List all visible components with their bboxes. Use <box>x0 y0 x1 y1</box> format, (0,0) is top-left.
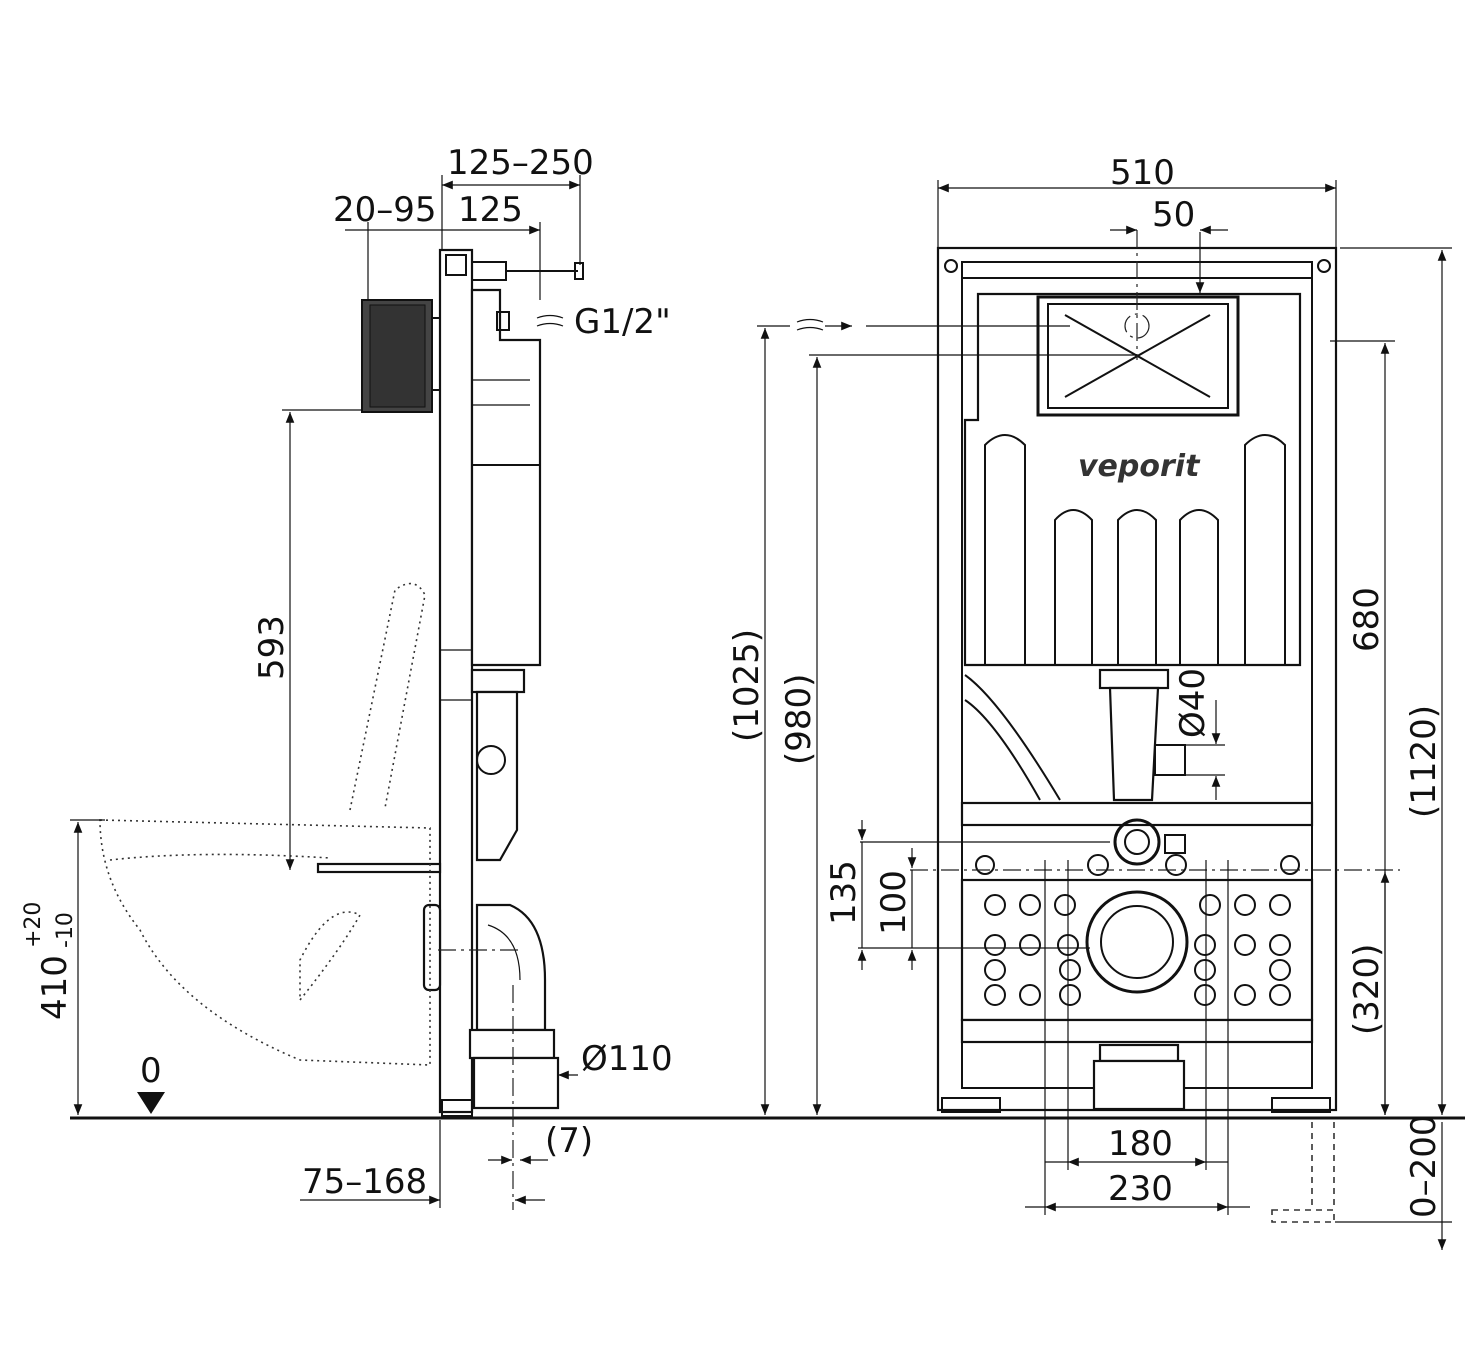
dim-seat-tol-minus: -10 <box>53 912 78 948</box>
dim-plate-offset: 20–95 <box>333 190 437 230</box>
dim-height-980: (980) <box>779 674 819 765</box>
dim-top-depth: 125–250 <box>447 143 594 183</box>
floor-zero-label: 0 <box>140 1051 162 1091</box>
dim-drain-dia: Ø40 <box>1173 668 1213 738</box>
dim-outlet-offset: (7) <box>545 1121 593 1161</box>
dim-height-135: 135 <box>824 860 864 925</box>
dim-frame-depth: 125 <box>458 190 523 230</box>
dim-height-320: (320) <box>1347 944 1387 1035</box>
dim-bolt-180: 180 <box>1108 1124 1173 1164</box>
dim-inlet: G1/2" <box>574 302 671 342</box>
dim-wall-distance: 75–168 <box>302 1162 427 1202</box>
front-view: veporit <box>727 153 1452 1250</box>
dim-flush-height: 593 <box>252 615 292 680</box>
dim-height-1025: (1025) <box>727 629 767 742</box>
dim-outlet-dia: Ø110 <box>581 1039 673 1079</box>
dim-height-100: 100 <box>874 870 914 935</box>
dim-bolt-230: 230 <box>1108 1169 1173 1209</box>
floor-zero-arrow <box>137 1092 165 1114</box>
dim-height-1120: (1120) <box>1404 705 1444 818</box>
dim-inlet-offset: 50 <box>1152 195 1195 235</box>
dim-height-680: 680 <box>1347 587 1387 652</box>
dim-width: 510 <box>1110 153 1175 193</box>
side-view: 125–250 20–95 125 G1/2" 593 410 +20 -10 … <box>21 143 673 1210</box>
dim-foot-adjust: 0–200 <box>1404 1114 1444 1218</box>
brand-logo: veporit <box>1078 449 1201 484</box>
dim-seat-tol-plus: +20 <box>21 902 46 948</box>
dim-seat-height: 410 <box>35 955 75 1020</box>
